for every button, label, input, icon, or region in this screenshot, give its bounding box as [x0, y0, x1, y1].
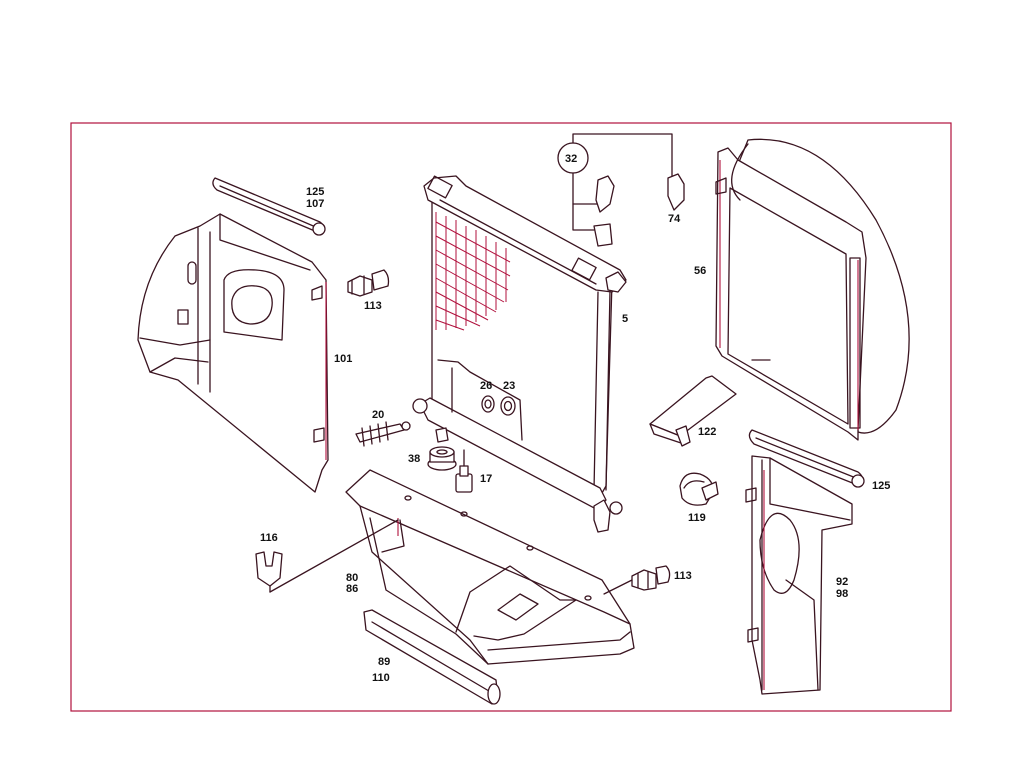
label-122: 122	[698, 426, 716, 438]
seal-strip-left	[212, 177, 326, 236]
air-guide-right	[745, 455, 853, 695]
seal-strip-right	[748, 429, 865, 488]
callout-32-group	[557, 133, 685, 247]
label-56: 56	[694, 265, 706, 277]
label-125-bottom: 125	[872, 480, 890, 492]
grommet-38	[427, 446, 457, 471]
label-89: 89	[378, 656, 390, 668]
label-113-lower: 113	[674, 570, 692, 582]
push-clip-upper	[347, 269, 390, 297]
label-125-top: 125	[306, 186, 324, 198]
bracket-122	[649, 375, 737, 447]
sensor-20	[355, 421, 411, 447]
radiator	[412, 175, 627, 533]
label-32: 32	[565, 153, 577, 165]
hose-clamp-119	[679, 472, 719, 506]
air-guide-left	[137, 213, 329, 493]
lower-seal-strip	[363, 609, 501, 705]
label-113-upper: 113	[364, 300, 382, 312]
label-26: 26	[480, 380, 492, 392]
label-80: 80	[346, 572, 358, 584]
label-107: 107	[306, 198, 324, 210]
label-38: 38	[408, 453, 420, 465]
fan-shroud	[715, 138, 910, 441]
label-98: 98	[836, 588, 848, 600]
label-23: 23	[503, 380, 515, 392]
label-110: 110	[372, 672, 390, 684]
label-17: 17	[480, 473, 492, 485]
push-clip-lower	[603, 565, 671, 595]
label-101: 101	[334, 353, 352, 365]
cross-member	[345, 469, 635, 665]
clip-116	[255, 519, 399, 593]
label-5: 5	[622, 313, 628, 325]
label-86: 86	[346, 583, 358, 595]
label-119: 119	[688, 512, 706, 524]
switch-17	[455, 449, 473, 493]
label-74: 74	[668, 213, 681, 225]
label-20: 20	[372, 409, 384, 421]
label-116: 116	[260, 532, 278, 544]
diagram-frame	[70, 122, 952, 712]
label-92: 92	[836, 576, 848, 588]
